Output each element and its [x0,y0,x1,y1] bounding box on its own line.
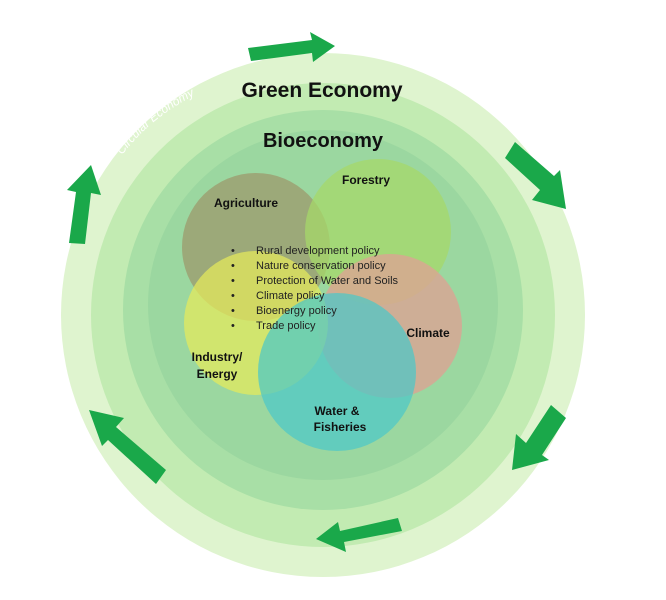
policy-bullet: • [231,275,235,287]
cycle-arrow-bottom [316,518,402,552]
policy-item: Climate policy [256,290,325,302]
industry-label-line2: Energy [197,367,238,381]
policy-list: • Rural development policy • Nature cons… [231,245,399,332]
policy-bullet: • [231,290,235,302]
cycle-arrow-top [248,32,335,62]
cycle-arrow-lower-right [512,405,566,470]
policy-bullet: • [231,245,235,257]
green-economy-title: Green Economy [241,79,402,102]
industry-label-line1: Industry/ [192,350,243,364]
cycle-arrow-upper-right [505,142,566,209]
cycle-arrow-upper-left [67,165,101,244]
policy-item: Nature conservation policy [256,260,386,272]
policy-item: Trade policy [256,320,316,332]
climate-label: Climate [406,326,450,340]
policy-item: Bioenergy policy [256,305,337,317]
forestry-label: Forestry [342,173,390,187]
cycle-arrow-lower-left [89,410,166,484]
water-label-line2: Fisheries [314,420,367,434]
policy-bullet: • [231,320,235,332]
agriculture-label: Agriculture [214,196,278,210]
policy-bullet: • [231,260,235,272]
policy-item: Rural development policy [256,245,380,257]
policy-bullet: • [231,305,235,317]
water-label-line1: Water & [315,404,360,418]
cycle-arrows [67,32,566,552]
policy-item: Protection of Water and Soils [256,275,399,287]
bioeconomy-title: Bioeconomy [263,130,384,152]
water-fisheries-circle [258,293,416,451]
sector-circles [182,159,462,451]
